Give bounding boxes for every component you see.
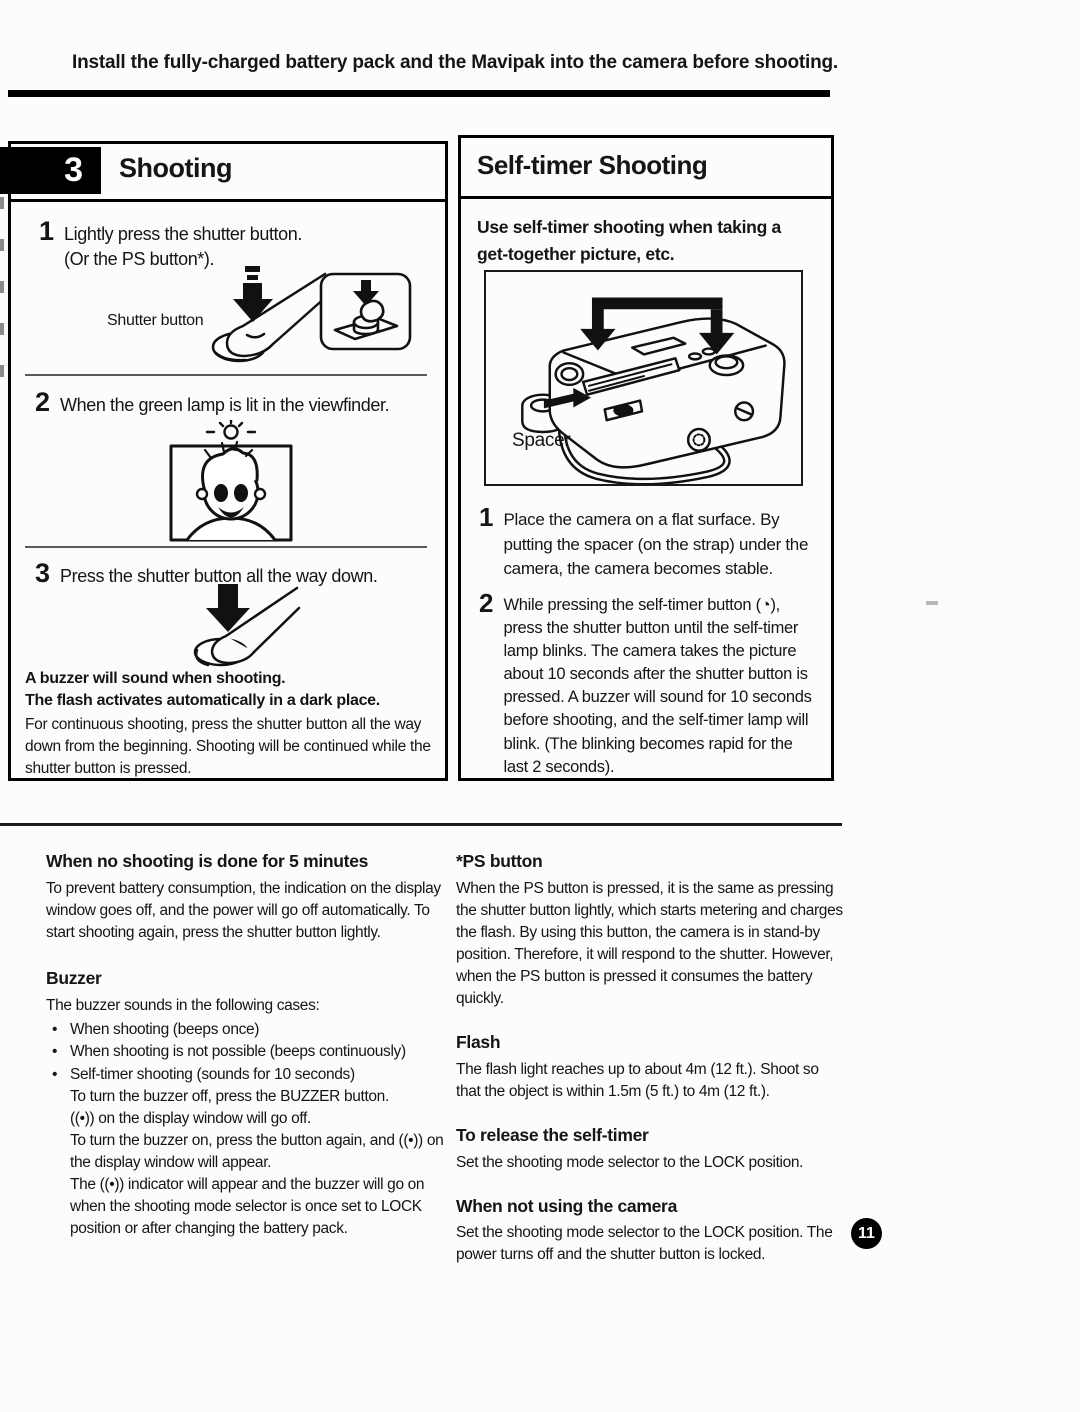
note-not-using-body: Set the shooting mode selector to the LO… — [456, 1224, 833, 1264]
note-flash-body: The flash light reaches up to about 4m (… — [456, 1060, 819, 1100]
note-no-shooting-body: To prevent battery consumption, the indi… — [46, 879, 441, 941]
buzzer-detail-line: ((•)) on the display window will go off. — [70, 1110, 311, 1128]
camera-illustration-frame: Spacer — [484, 270, 803, 486]
selftimer-section: Self-timer Shooting Use self-timer shoot… — [458, 135, 834, 781]
step-number: 1 — [39, 216, 55, 246]
note-not-using: When not using the camera Set the shooti… — [456, 1194, 846, 1267]
note-ps-button: *PS button When the PS button is pressed… — [456, 849, 846, 1010]
section-separator — [0, 823, 842, 826]
notes-left-column: When no shooting is done for 5 minutes T… — [46, 849, 450, 1240]
note-ps-body: When the PS button is pressed, it is the… — [456, 879, 843, 1007]
note-buzzer: Buzzer The buzzer sounds in the followin… — [46, 966, 450, 1240]
buzzer-detail-line: The ((•)) indicator will appear and the … — [70, 1176, 425, 1238]
note-ps-heading: *PS button — [456, 851, 543, 871]
note-flash-heading: Flash — [456, 1031, 501, 1052]
selftimer-step-1-text: Place the camera on a flat surface. By p… — [503, 510, 809, 579]
self-timer-icon: ◔ — [760, 596, 771, 614]
step-1-line-2: (Or the PS button*). — [64, 249, 215, 270]
selftimer-intro-line-2: get-together picture, etc. — [477, 244, 675, 265]
buzzer-cases-list: When shooting (beeps once) When shooting… — [46, 1019, 450, 1087]
note-not-using-heading: When not using the camera — [456, 1195, 678, 1216]
camera-illustration — [521, 297, 786, 484]
note-no-shooting: When no shooting is done for 5 minutes T… — [46, 849, 450, 944]
step-2-row: 2 When the green lamp is lit in the view… — [35, 387, 390, 418]
step-1-line-1: Lightly press the shutter button. — [64, 224, 302, 244]
scan-artifact — [0, 239, 4, 251]
scan-artifact — [0, 365, 4, 377]
shooting-section: 3 Shooting 1 Lightly press the shutter b… — [0, 141, 448, 781]
step-2-text: When the green lamp is lit in the viewfi… — [60, 395, 390, 415]
step-3-text: Press the shutter button all the way dow… — [60, 566, 378, 586]
note-flash: Flash The flash light reaches up to abou… — [456, 1030, 846, 1103]
divider — [25, 374, 427, 376]
section-number-badge: 3 — [0, 147, 101, 194]
shutter-button-label: Shutter button — [107, 312, 204, 329]
continuous-shooting-note: For continuous shooting, press the shutt… — [25, 716, 431, 777]
scan-artifact — [926, 601, 938, 605]
viewfinder-illustration — [169, 420, 293, 542]
step-number: 1 — [479, 502, 494, 532]
note-release-selftimer: To release the self-timer Set the shooti… — [456, 1123, 846, 1174]
buzzer-note-bold: A buzzer will sound when shooting. — [25, 670, 286, 687]
selftimer-step-2: 2 While pressing the self-timer button (… — [479, 590, 815, 779]
page-number-badge: 11 — [851, 1218, 882, 1249]
note-buzzer-intro: The buzzer sounds in the following cases… — [46, 996, 320, 1014]
note-no-shooting-heading: When no shooting is done for 5 minutes — [46, 851, 369, 871]
section-title: Shooting — [119, 153, 232, 183]
selftimer-intro-line-1: Use self-timer shooting when taking a — [477, 217, 781, 237]
list-item: When shooting (beeps once) — [46, 1019, 450, 1042]
notes-right-column: *PS button When the PS button is pressed… — [456, 849, 846, 1284]
selftimer-title: Self-timer Shooting — [477, 150, 708, 180]
note-release-body: Set the shooting mode selector to the LO… — [456, 1153, 804, 1171]
selftimer-step-2-after: ), press the shutter button until the se… — [503, 596, 812, 776]
buzzer-detail-line: To turn the buzzer off, press the BUZZER… — [70, 1088, 389, 1106]
divider — [25, 546, 427, 548]
list-item: Self-timer shooting (sounds for 10 secon… — [46, 1064, 450, 1087]
buzzer-detail-line: To turn the buzzer on, press the button … — [70, 1132, 444, 1172]
selftimer-intro: Use self-timer shooting when taking a ge… — [477, 214, 807, 268]
full-press-illustration — [193, 584, 301, 667]
page-banner: Install the fully-charged battery pack a… — [72, 52, 838, 73]
step-number: 2 — [35, 387, 51, 417]
selftimer-section-header: Self-timer Shooting — [461, 138, 831, 199]
flash-note-bold: The flash activates automatically in a d… — [25, 692, 380, 709]
scan-artifact — [0, 323, 4, 335]
spacer-label: Spacer — [512, 430, 571, 451]
selftimer-step-2-before: While pressing the self-timer button ( — [503, 596, 761, 614]
note-release-heading: To release the self-timer — [456, 1124, 649, 1145]
inset-press-illustration — [319, 272, 412, 351]
list-item: When shooting is not possible (beeps con… — [46, 1041, 450, 1064]
step-number: 3 — [35, 558, 51, 588]
scan-artifact — [0, 281, 4, 293]
buzzer-details: To turn the buzzer off, press the BUZZER… — [46, 1086, 450, 1240]
shooting-section-header: 3 Shooting — [0, 144, 445, 202]
shutter-press-illustration — [211, 266, 329, 363]
step-3-row: 3 Press the shutter button all the way d… — [35, 558, 378, 589]
selftimer-step-1: 1 Place the camera on a flat surface. By… — [479, 504, 815, 582]
scan-artifact — [0, 197, 4, 209]
selftimer-step-2-text: While pressing the self-timer button (◔)… — [503, 590, 815, 779]
top-rule — [8, 90, 830, 97]
step-number: 2 — [479, 588, 494, 618]
note-buzzer-heading: Buzzer — [46, 967, 102, 988]
step-1-row: 1 Lightly press the shutter button. (Or … — [39, 216, 302, 272]
